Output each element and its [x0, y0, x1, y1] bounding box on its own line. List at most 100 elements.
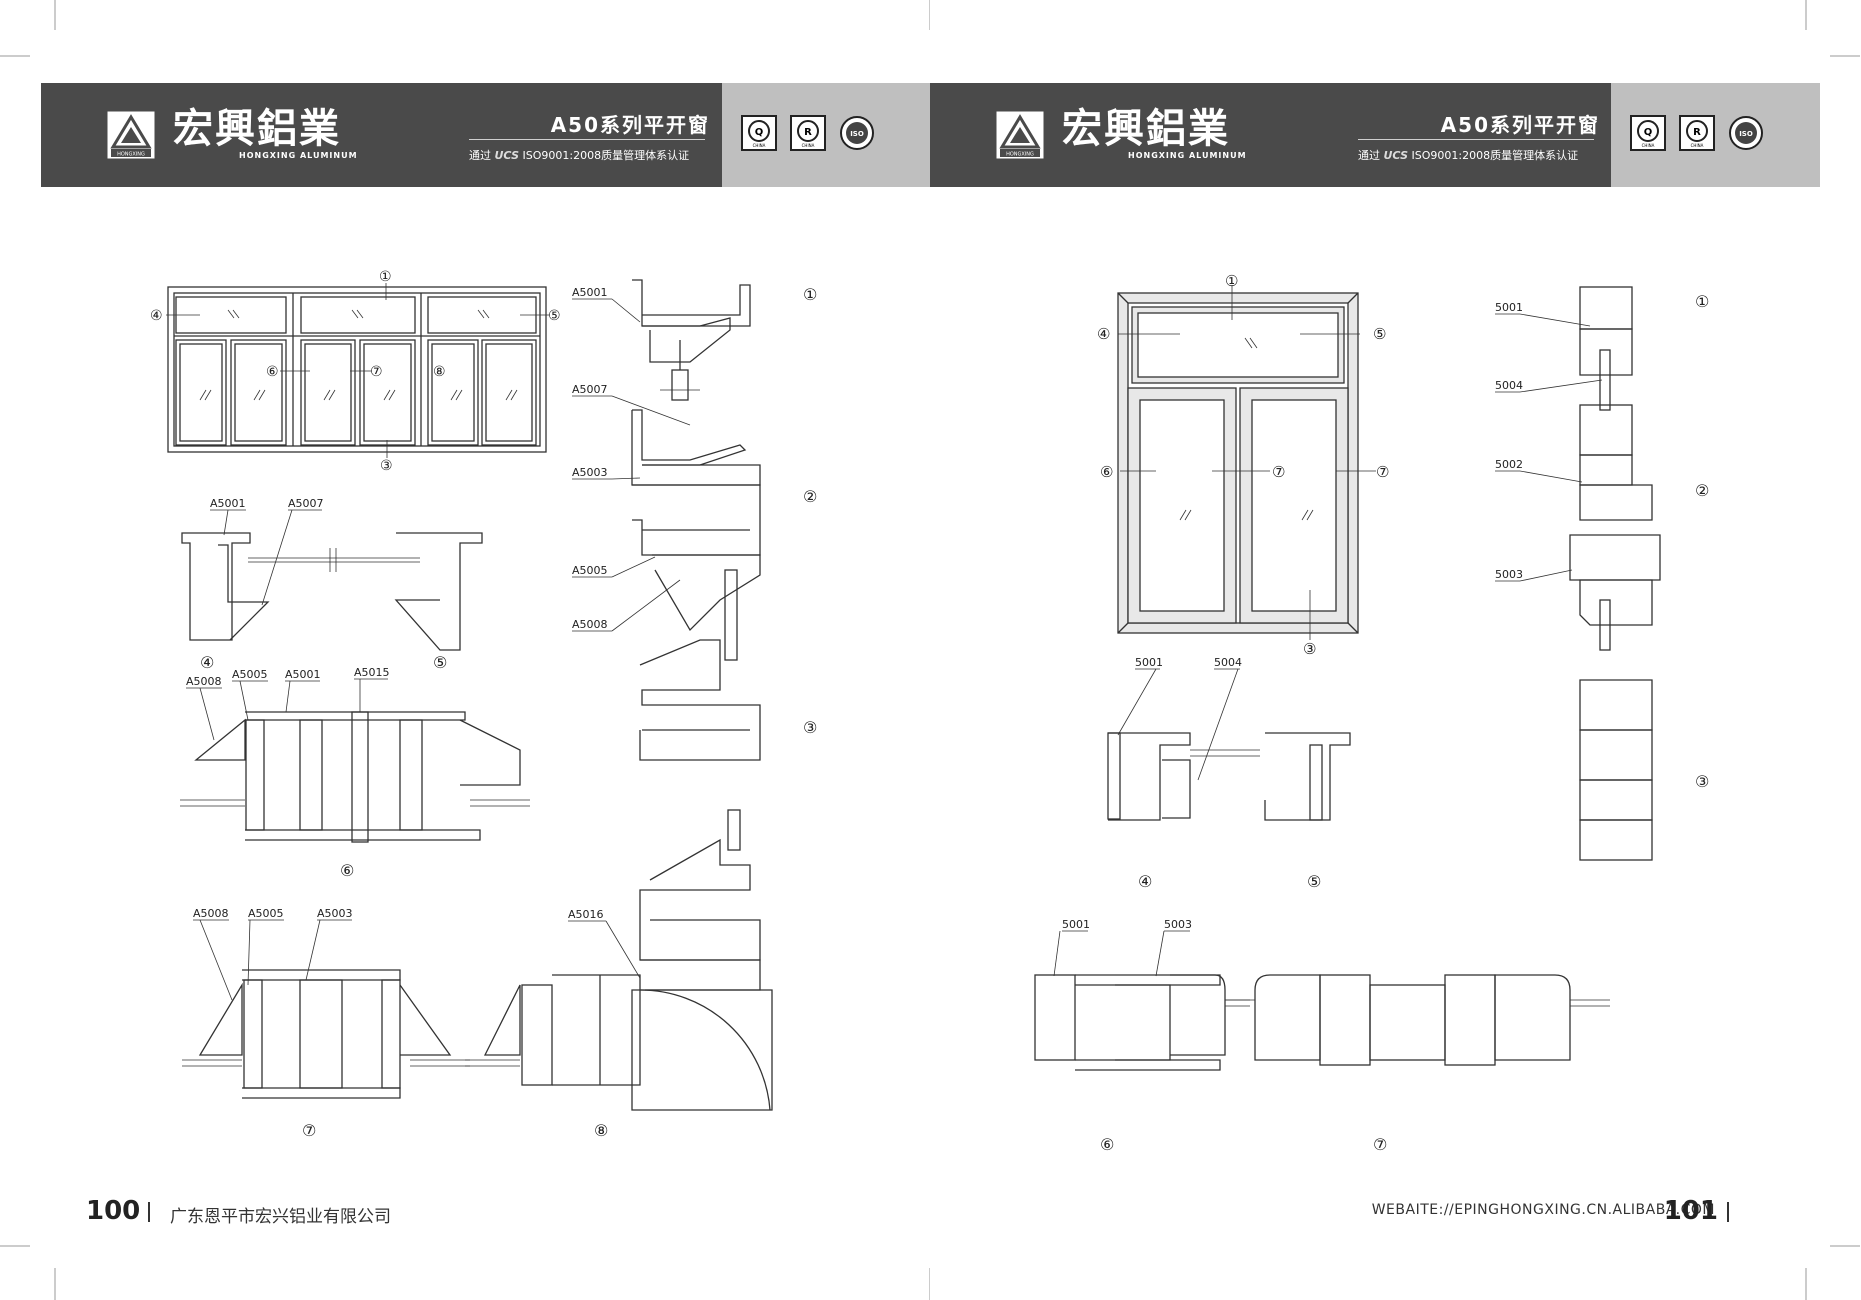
website-url: WEBAITE://EPINGHONGXING.CN.ALIBABA.COM	[1371, 1202, 1715, 1218]
part-label-a5001-s4: A5001	[210, 497, 246, 510]
left-page: HONGXING 宏興鋁業 HONGXING ALUMINUM A50系列平开窗…	[0, 0, 930, 1300]
section-4-5-labels: 5001 5004	[1135, 656, 1242, 669]
cert-mark: UCS	[494, 149, 520, 162]
part-label-a5005: A5005	[572, 564, 608, 577]
footer-separator	[148, 1202, 150, 1222]
badge-r-text: R	[804, 127, 812, 138]
left-technical-drawing: ① ④ ⑤ ⑥ ⑦ ⑧ ③	[0, 0, 930, 1300]
detail-callout-5: ⑤	[433, 653, 447, 672]
window-elevation	[1117, 285, 1376, 640]
callout-4: ④	[1097, 325, 1110, 343]
callout-5: ⑤	[1373, 325, 1386, 343]
callout-7a: ⑦	[1272, 463, 1285, 481]
section-4-5-leaders	[1117, 668, 1240, 781]
window-elevation	[166, 283, 550, 458]
detail-callout-8: ⑧	[594, 1121, 608, 1140]
badge-iso-text: ISO	[1739, 130, 1753, 138]
page-number: 101	[1663, 1196, 1718, 1226]
r-china-badge-icon: R CHINA	[1679, 115, 1716, 151]
detail-callout-3: ③	[803, 718, 817, 737]
section-7-callout: ⑦	[302, 1121, 316, 1140]
vertical-section-leaders	[1495, 313, 1603, 582]
part-label-5001: 5001	[1495, 301, 1523, 314]
badge-q-text: Q	[755, 127, 764, 138]
part-label-a5016: A5016	[568, 908, 604, 921]
part-label-a5008-s6: A5008	[186, 675, 222, 688]
vertical-section-callouts: ① ② ③	[1695, 292, 1709, 791]
part-label-a5007: A5007	[572, 383, 608, 396]
callout-1: ①	[379, 269, 392, 285]
part-label-a5003-s7: A5003	[317, 907, 353, 920]
part-label-a5005-s7: A5005	[248, 907, 284, 920]
badge-q-sub: CHINA	[1642, 143, 1655, 148]
section-4-5-labels: A5001 A5007	[210, 497, 324, 510]
callout-6: ⑥	[1100, 463, 1113, 481]
part-label-5004: 5004	[1495, 379, 1523, 392]
part-label-a5015-s6: A5015	[354, 666, 390, 679]
section-4-5	[1107, 732, 1351, 821]
window-callouts: ① ④ ⑤ ⑥ ⑦ ⑦ ③	[1097, 272, 1389, 658]
header-rule	[1358, 139, 1594, 140]
section-6-leaders	[1053, 930, 1190, 977]
part-label-5001-s6: 5001	[1062, 918, 1090, 931]
section-4-5-callouts: ④ ⑤	[1138, 872, 1321, 891]
cert-text: ISO9001:2008质量管理体系认证	[1411, 149, 1579, 162]
certification-line: 通过 UCS ISO9001:2008质量管理体系认证	[1358, 147, 1578, 163]
callout-4: ④	[150, 308, 163, 324]
certification-line: 通过 UCS ISO9001:2008质量管理体系认证	[469, 147, 689, 163]
brand-name-cn: 宏興鋁業	[1062, 106, 1230, 152]
hongxing-logo-icon: HONGXING	[996, 111, 1044, 159]
window-callouts: ① ④ ⑤ ⑥ ⑦ ⑧ ③	[150, 269, 561, 474]
section-6-leaders	[186, 678, 388, 741]
callout-3: ③	[1303, 640, 1316, 658]
part-label-5003-s6: 5003	[1164, 918, 1192, 931]
section-4-5-leaders	[210, 509, 322, 606]
section-6-labels: 5001 5003	[1062, 918, 1192, 931]
part-label-5003: 5003	[1495, 568, 1523, 581]
page-number: 100	[86, 1196, 141, 1226]
detail-callout-3: ③	[1695, 772, 1709, 791]
vertical-section-labels: A5001 A5007 A5003 A5005 A5008 A5016	[568, 286, 608, 921]
brand-name-cn: 宏興鋁業	[173, 106, 341, 152]
cert-prefix: 通过	[469, 149, 491, 162]
part-label-5004-s4: 5004	[1214, 656, 1242, 669]
part-label-a5007-s4: A5007	[288, 497, 324, 510]
section-7-labels: A5008 A5005 A5003	[193, 907, 353, 920]
vertical-section	[1569, 286, 1661, 861]
iso-badge-icon: ISO	[1729, 116, 1764, 150]
callout-1: ①	[1225, 272, 1238, 290]
vertical-section-leaders	[568, 298, 691, 979]
section-8-callout: ⑧	[594, 1121, 608, 1140]
cert-prefix: 通过	[1358, 149, 1380, 162]
vertical-section-callouts: ① ② ③	[803, 285, 817, 737]
iso-badge-icon: ISO	[840, 116, 875, 150]
brand-name-en: HONGXING ALUMINUM	[239, 151, 358, 160]
logo-text: HONGXING	[117, 152, 145, 158]
detail-callout-7: ⑦	[1373, 1135, 1387, 1154]
brand-name-en: HONGXING ALUMINUM	[1128, 151, 1247, 160]
detail-callout-6: ⑥	[340, 861, 354, 880]
right-technical-drawing: ① ④ ⑤ ⑥ ⑦ ⑦ ③ 5001 5004 5002	[1034, 0, 1860, 1300]
section-6-callout: ⑥	[340, 861, 354, 880]
cert-badges: Q CHINA R CHINA ISO	[1630, 115, 1772, 151]
header-rule	[469, 139, 705, 140]
detail-callout-5: ⑤	[1307, 872, 1321, 891]
footer-separator	[1727, 1202, 1729, 1222]
badge-q-text: Q	[1644, 127, 1653, 138]
section-7	[1225, 974, 1610, 1066]
company-name: 广东恩平市宏兴铝业有限公司	[170, 1207, 391, 1227]
right-page: HONGXING 宏興鋁業 HONGXING ALUMINUM A50系列平开窗…	[930, 0, 1860, 1300]
section-7-callout: ⑦	[1373, 1135, 1387, 1154]
section-6	[1034, 974, 1250, 1071]
callout-6: ⑥	[266, 364, 279, 380]
page-header: HONGXING 宏興鋁業 HONGXING ALUMINUM A50系列平开窗…	[930, 83, 1820, 187]
cert-text: ISO9001:2008质量管理体系认证	[522, 149, 690, 162]
detail-callout-4: ④	[1138, 872, 1152, 891]
cert-mark: UCS	[1383, 149, 1409, 162]
section-7	[182, 969, 470, 1099]
callout-5: ⑤	[548, 308, 561, 324]
series-title: A50系列平开窗	[1440, 113, 1600, 137]
section-6	[180, 711, 530, 843]
detail-callout-2: ②	[1695, 481, 1709, 500]
callout-3: ③	[380, 458, 393, 474]
